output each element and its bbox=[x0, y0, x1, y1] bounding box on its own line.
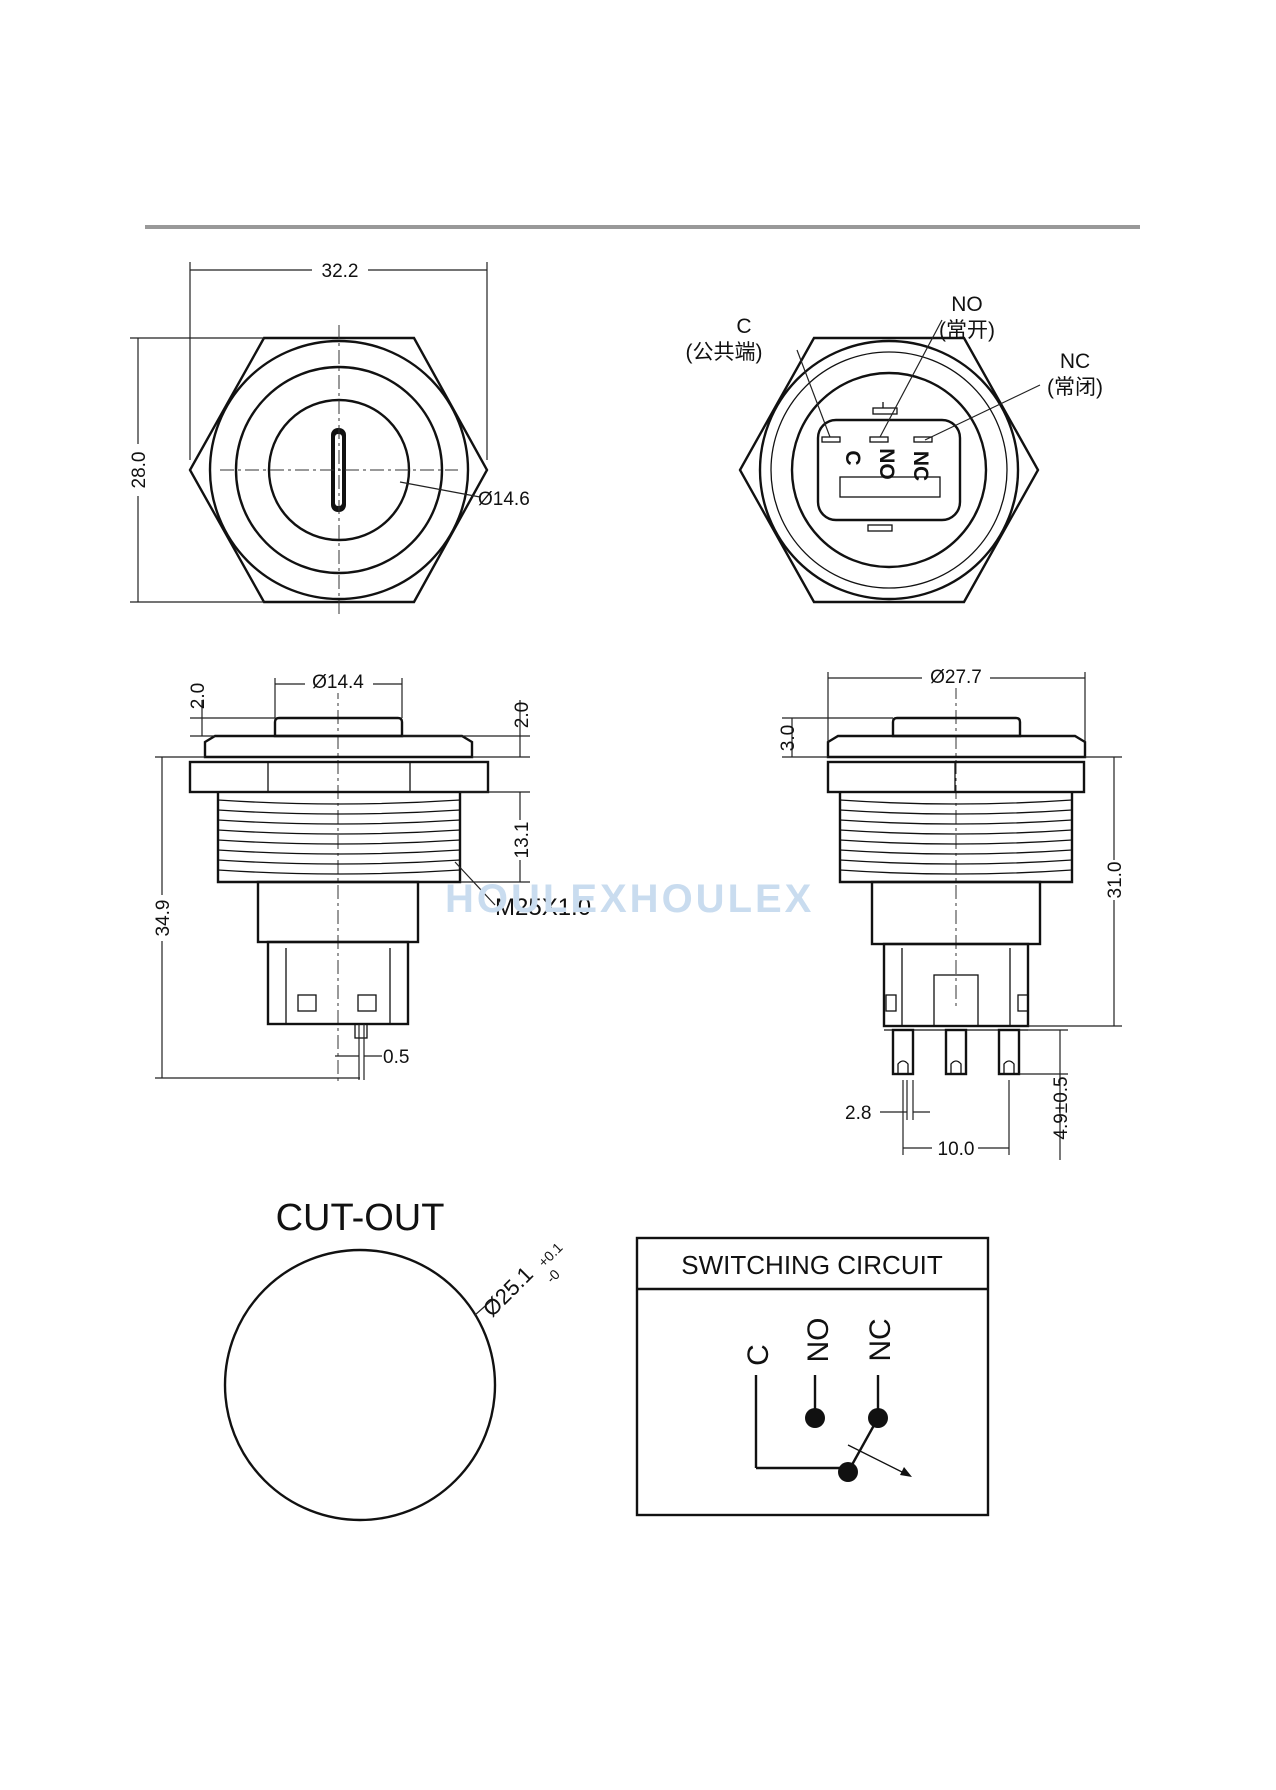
rear-label-no-cn: (常开) bbox=[939, 319, 995, 342]
right-pin-w: 2.8 bbox=[845, 1103, 871, 1124]
front-dia-label: Ø14.6 bbox=[478, 489, 530, 510]
cutout-tol-plus: +0.1 bbox=[535, 1239, 566, 1270]
rear-pin-nc: NC bbox=[909, 451, 932, 481]
right-head-h: 3.0 bbox=[778, 725, 799, 751]
watermark-text: HOULEXHOULEX bbox=[445, 877, 814, 921]
right-body-len: 31.0 bbox=[1105, 862, 1126, 899]
left-dim-2-right: 2.0 bbox=[512, 702, 533, 728]
circuit-title: SWITCHING CIRCUIT bbox=[681, 1250, 943, 1280]
left-button-dia: Ø14.4 bbox=[312, 672, 364, 693]
rear-view: C NO NC C (公共端) NO (常开) NC (常闭) bbox=[686, 293, 1103, 604]
cutout-view: CUT-OUT Ø25.1 +0.1 -0 bbox=[223, 1197, 566, 1522]
left-thread-len: 13.1 bbox=[512, 822, 533, 859]
side-view-right: Ø27.7 3.0 31.0 4.9±0.5 2.8 10.0 bbox=[778, 664, 1127, 1160]
rear-label-no: NO bbox=[951, 293, 983, 316]
circuit-label-nc: NC bbox=[864, 1318, 897, 1361]
left-total-len: 34.9 bbox=[153, 900, 174, 937]
rear-label-c-cn: (公共端) bbox=[686, 341, 763, 364]
right-pin-pitch: 10.0 bbox=[938, 1139, 975, 1160]
cutout-title: CUT-OUT bbox=[276, 1197, 445, 1239]
left-dim-2-left: 2.0 bbox=[188, 683, 209, 709]
circuit-label-no: NO bbox=[802, 1318, 835, 1363]
rear-label-nc-cn: (常闭) bbox=[1047, 376, 1103, 399]
right-pin-len: 4.9±0.5 bbox=[1051, 1076, 1072, 1139]
rear-label-c: C bbox=[736, 315, 751, 338]
rear-pin-c: C bbox=[841, 450, 864, 465]
front-height-label: 28.0 bbox=[129, 452, 150, 489]
left-thread-spec: M25X1.0 bbox=[495, 894, 591, 921]
circuit-label-c: C bbox=[742, 1344, 775, 1366]
rear-pin-no: NO bbox=[875, 448, 898, 480]
front-width-label: 32.2 bbox=[322, 261, 359, 282]
rear-label-nc: NC bbox=[1060, 350, 1090, 373]
right-body-dia: Ø27.7 bbox=[930, 667, 982, 688]
left-pin-thick: 0.5 bbox=[383, 1047, 409, 1068]
cutout-dia: Ø25.1 bbox=[478, 1261, 538, 1321]
front-view: 32.2 28.0 Ø14.6 bbox=[124, 258, 530, 618]
side-view-left: Ø14.4 2.0 2.0 13.1 34.9 M25X1.0 0.5 bbox=[150, 669, 591, 1085]
switching-circuit: SWITCHING CIRCUIT C NO NC bbox=[635, 1236, 990, 1517]
